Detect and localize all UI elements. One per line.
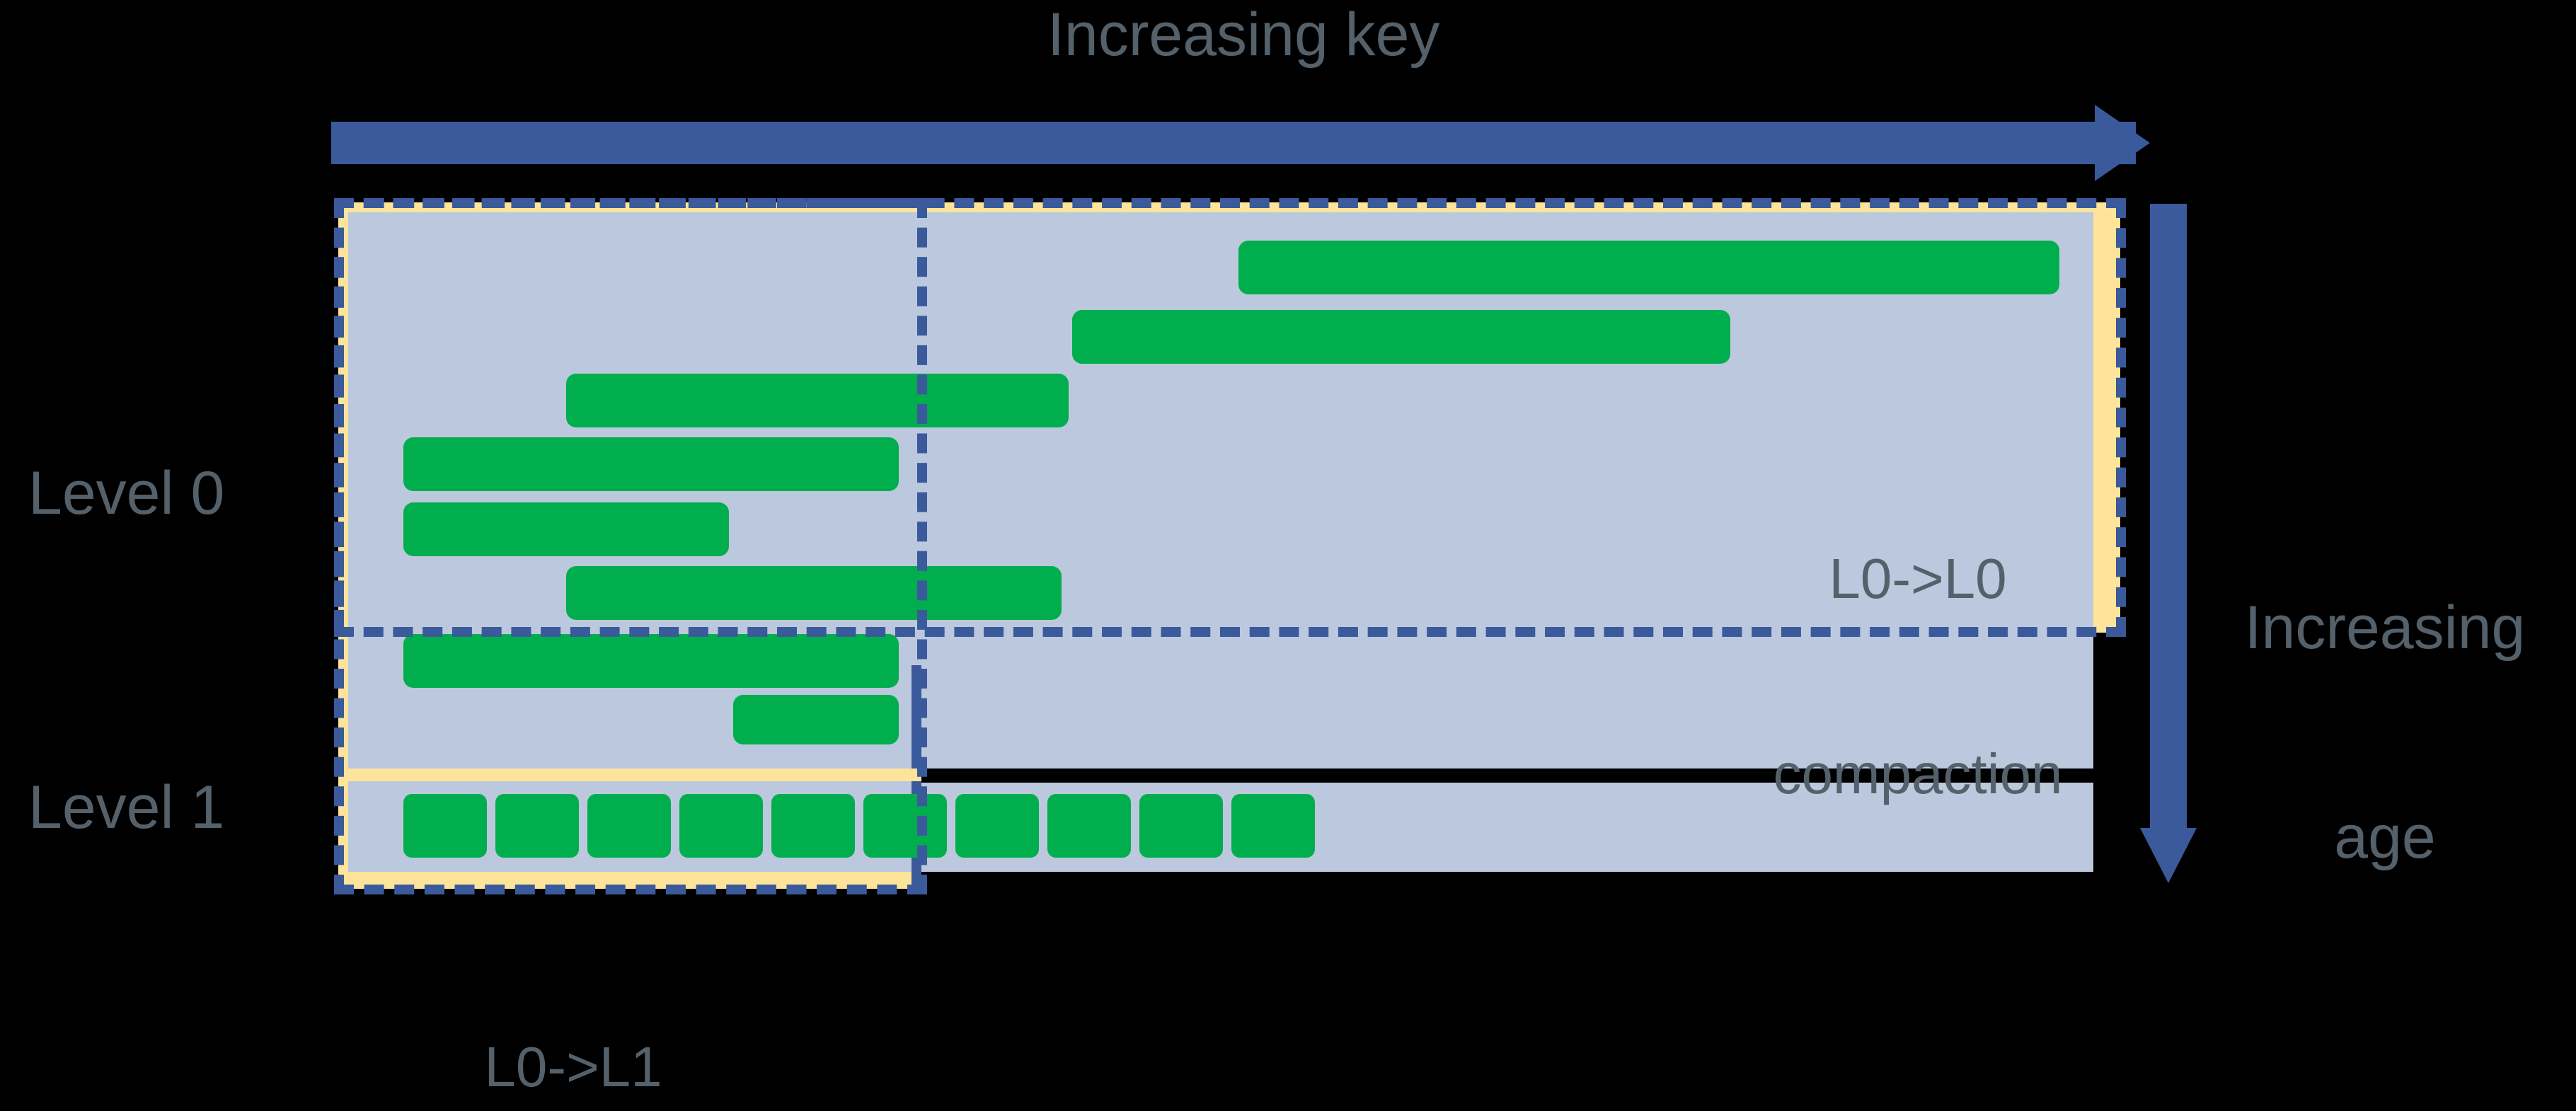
level-0-sstable	[403, 502, 729, 556]
level-0-sstable	[733, 695, 899, 744]
l0-l1-compaction-label-line1: L0->L1	[484, 1035, 662, 1098]
increasing-age-label-line2: age	[2334, 803, 2436, 872]
level-0-sstable	[566, 374, 1069, 427]
level-0-sstable	[403, 634, 899, 688]
level-0-sstable	[1072, 310, 1730, 364]
level-0-sstable	[403, 437, 899, 491]
increasing-age-arrow-shaft	[2150, 204, 2187, 834]
level-0-label: Level 0	[28, 459, 225, 527]
level-1-sstable	[1139, 794, 1223, 858]
arrow-down-icon	[2140, 828, 2197, 883]
l0-l1-right-edge-upper	[912, 665, 921, 769]
increasing-key-arrow-shaft	[331, 122, 2136, 164]
l0-l0-compaction-label: L0->L0 compaction	[1755, 416, 2081, 937]
arrow-right-icon	[2095, 105, 2150, 181]
level-1-sstable	[955, 794, 1039, 858]
level-0-sstable	[566, 566, 1062, 620]
level-1-sstable	[1047, 794, 1131, 858]
level-1-sstable	[771, 794, 855, 858]
l0-l1-compaction-label: L0->L1 compaction	[396, 904, 750, 1111]
level-1-sstable	[403, 794, 487, 858]
level-1-sstable	[679, 794, 763, 858]
level-1-sstable	[863, 794, 947, 858]
level-0-sstable	[1238, 241, 2059, 294]
level-1-label: Level 1	[28, 773, 225, 841]
l0-l0-compaction-label-line1: L0->L0	[1829, 547, 2007, 610]
increasing-age-label-line1: Increasing	[2244, 593, 2526, 662]
level-1-sstable	[1231, 794, 1315, 858]
increasing-age-label: Increasing age	[2215, 453, 2555, 1013]
increasing-key-label: Increasing key	[1047, 1, 1440, 69]
level-1-sstable	[587, 794, 671, 858]
l0-l0-compaction-label-line2: compaction	[1773, 742, 2063, 805]
level-separator	[921, 769, 2093, 783]
level-1-sstable	[495, 794, 579, 858]
